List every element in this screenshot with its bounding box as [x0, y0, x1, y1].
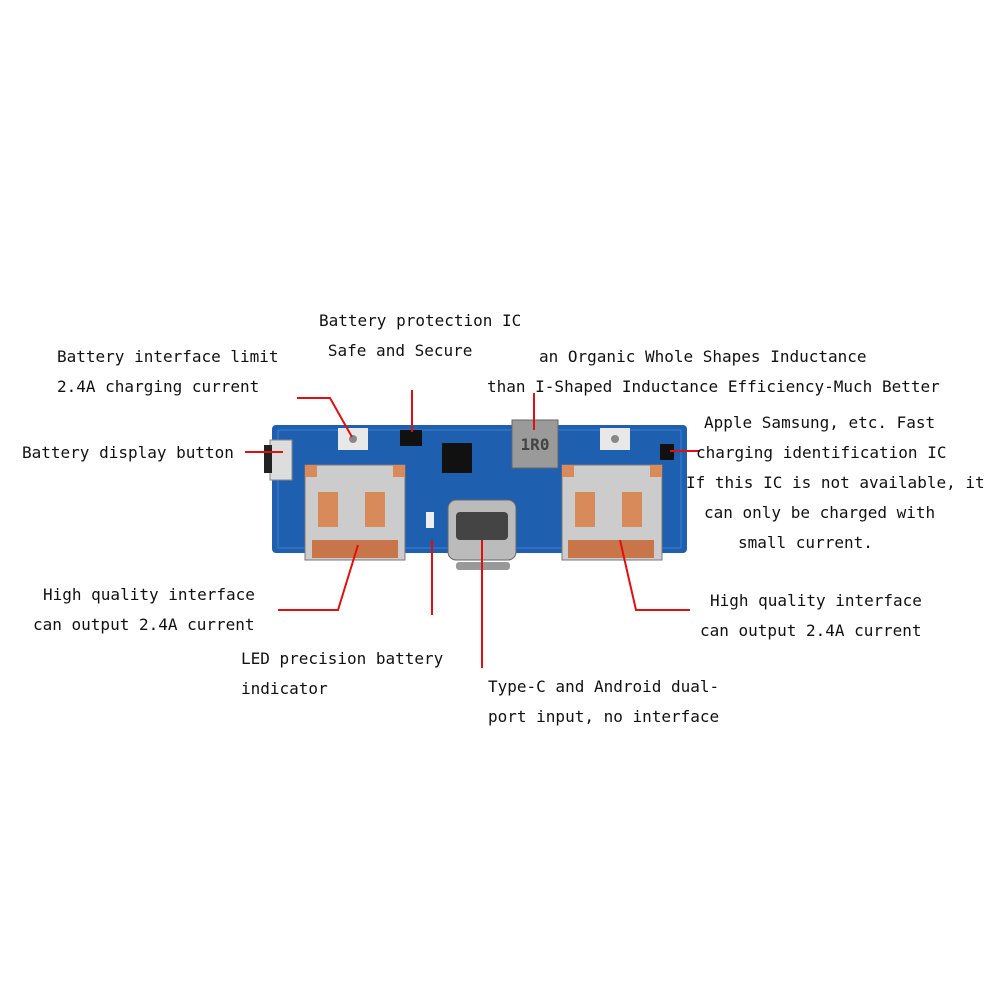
- battery-display-button: [264, 439, 293, 481]
- inductor-marking: 1R0: [521, 435, 550, 454]
- display-button-label: Battery display button: [22, 438, 234, 468]
- label-line: Battery protection IC: [319, 311, 522, 330]
- label-line: an Organic Whole Shapes Inductance: [539, 347, 867, 366]
- label-line: Apple Samsung, etc. Fast: [704, 413, 936, 432]
- main-controller-ic: [442, 443, 472, 473]
- label-line: High quality interface: [710, 591, 922, 610]
- protection-ic: [400, 430, 422, 446]
- label-line: port input, no interface: [488, 707, 720, 726]
- protection-ic-label: Battery protection IC Safe and Secure: [319, 306, 521, 366]
- led-indicator: [426, 512, 434, 528]
- usb-port-right: [561, 464, 663, 561]
- label-line: High quality interface: [43, 585, 255, 604]
- label-line: charging identification IC: [696, 443, 947, 462]
- label-line: Battery interface limit: [57, 347, 279, 366]
- typec-port: [447, 499, 517, 570]
- typec-label: Type-C and Android dual- port input, no …: [488, 672, 719, 732]
- label-line: If this IC is not available, it: [686, 473, 985, 492]
- usb-port-left: [304, 464, 406, 561]
- fast-charging-label: Apple Samsung, etc. Fast charging identi…: [686, 408, 985, 558]
- label-line: LED precision battery: [241, 649, 444, 668]
- battery-interface-label: Battery interface limit 2.4A charging cu…: [57, 342, 279, 402]
- usb-left-label: High quality interface can output 2.4A c…: [33, 580, 255, 640]
- label-line: Type-C and Android dual-: [488, 677, 720, 696]
- label-line: can output 2.4A current: [33, 615, 255, 634]
- label-line: small current.: [738, 533, 873, 552]
- leader-lines: [245, 390, 700, 668]
- label-line: indicator: [241, 679, 328, 698]
- label-line: can only be charged with: [704, 503, 936, 522]
- label-line: 2.4A charging current: [57, 377, 260, 396]
- label-line: Safe and Secure: [327, 341, 473, 360]
- usb-right-label: High quality interface can output 2.4A c…: [700, 586, 922, 646]
- fast-charge-ic: [660, 444, 674, 460]
- label-line: than I-Shaped Inductance Efficiency-Much…: [487, 377, 940, 396]
- led-label: LED precision battery indicator: [241, 644, 443, 704]
- inductance-label: an Organic Whole Shapes Inductance than …: [487, 342, 940, 402]
- label-line: Battery display button: [22, 443, 234, 462]
- label-line: can output 2.4A current: [700, 621, 922, 640]
